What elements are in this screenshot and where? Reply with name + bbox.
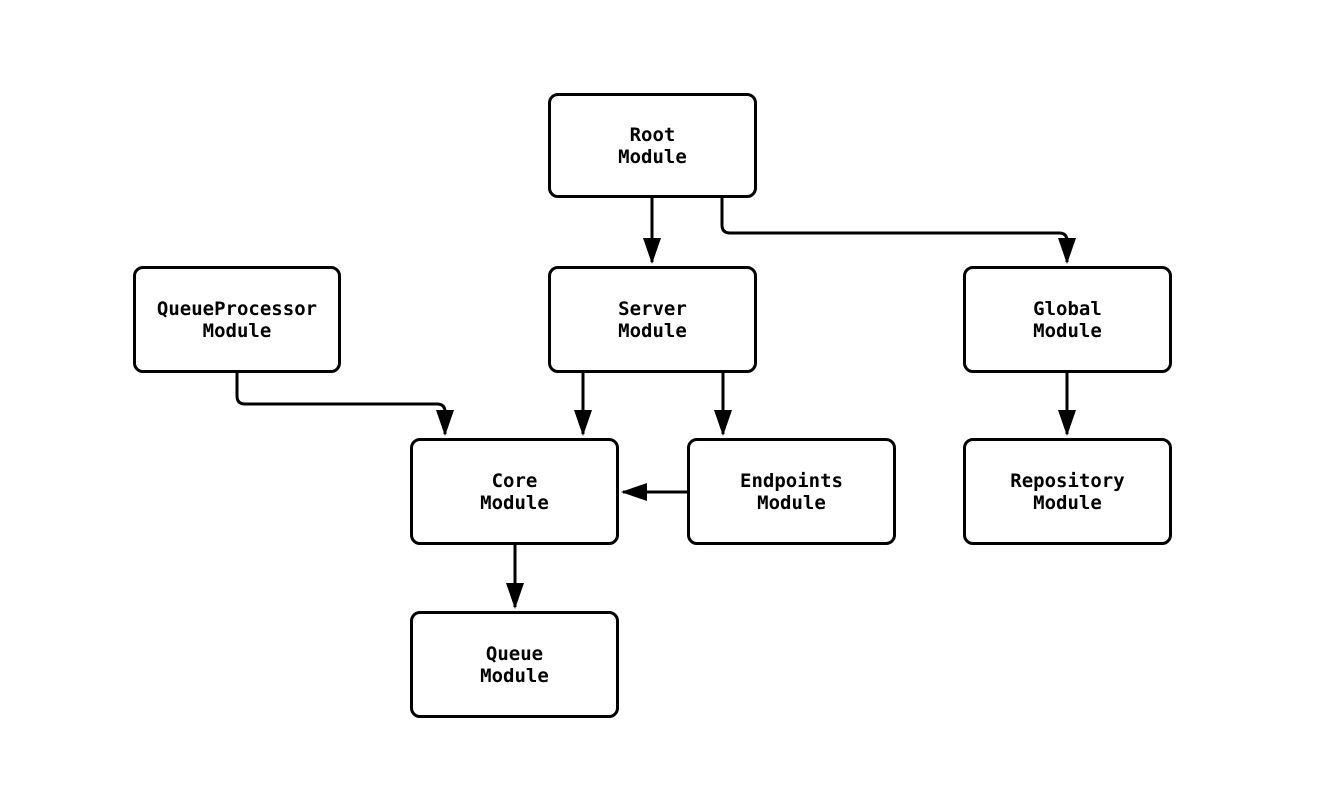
node-core-module: Core Module — [410, 438, 619, 545]
edge-queueprocessor-to-core — [235, 373, 454, 436]
node-queue-module: Queue Module — [410, 611, 619, 718]
node-endpoints-module-label: Endpoints Module — [740, 469, 843, 514]
node-queueprocessor-module-label: QueueProcessor Module — [156, 297, 318, 342]
node-global-module-label: Global Module — [1033, 297, 1102, 342]
edge-root-to-global — [720, 198, 1076, 264]
node-core-module-label: Core Module — [480, 469, 549, 514]
node-queueprocessor-module: QueueProcessor Module — [133, 266, 341, 373]
node-root-module: Root Module — [548, 93, 757, 198]
node-endpoints-module: Endpoints Module — [687, 438, 896, 545]
node-repository-module: Repository Module — [963, 438, 1172, 545]
node-server-module: Server Module — [548, 266, 757, 373]
node-global-module: Global Module — [963, 266, 1172, 373]
node-root-module-label: Root Module — [618, 123, 687, 168]
node-queue-module-label: Queue Module — [480, 642, 549, 687]
node-repository-module-label: Repository Module — [1010, 469, 1125, 514]
node-server-module-label: Server Module — [618, 297, 687, 342]
